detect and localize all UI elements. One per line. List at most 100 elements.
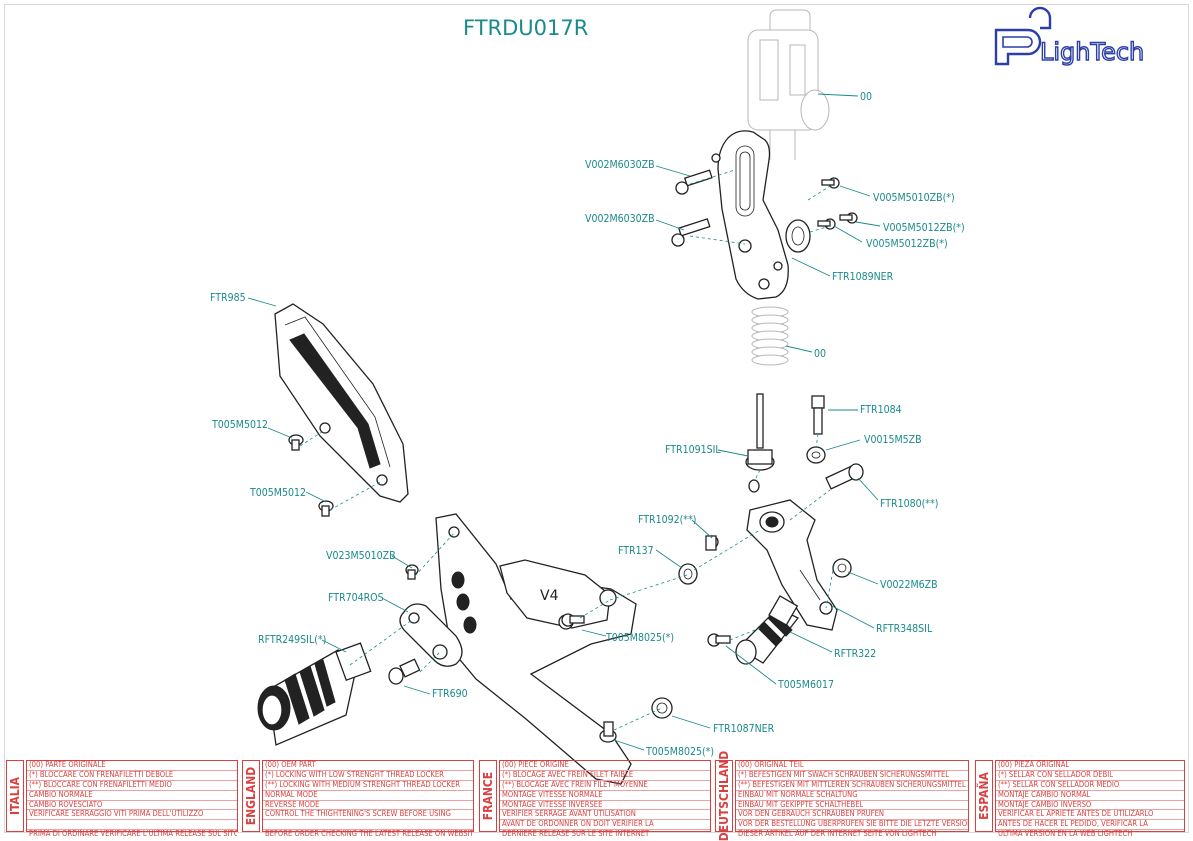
- toe-peg-rftr322: [735, 595, 799, 665]
- heel-guard-ftr985: [274, 303, 409, 503]
- note-line: BEFORE ORDER CHECKING THE LATEST RELEASE…: [265, 830, 473, 839]
- note-line: NORMAL MODE: [263, 791, 473, 801]
- note-line: (**) BEFESTIGEN MIT MITTLEREN SCHRAUBEN …: [736, 781, 968, 791]
- note-line: MONTAGE VITESSE INVERSEE: [500, 801, 710, 811]
- rearset-plate-ftr1087ner: V4: [435, 513, 673, 785]
- label-ftr137: FTR137: [618, 545, 654, 557]
- note-line: (**) LOCKING WITH MEDIUM STRENGHT THREAD…: [263, 781, 473, 791]
- note-line: DERNIERE RELEASE SUR LE SITE INTERNET: [502, 830, 650, 839]
- note-line: (*) BLOCCARE CON FRENAFILETTI DEBOLE: [27, 771, 237, 781]
- note-line: [27, 820, 237, 831]
- note-line: (*) LOCKING WITH LOW STRENGHT THREAD LOC…: [263, 771, 473, 781]
- rearset-bracket-ftr1089ner: [711, 130, 811, 300]
- note-line: DIESER ARTIKEL AUF DER INTERNET SEITE VO…: [738, 830, 937, 839]
- note-line: VERIFIER SERRAGE AVANT UTILISATION: [500, 810, 710, 821]
- label-ftr985: FTR985: [210, 292, 246, 304]
- bolt-v002m6030zb-lower: [671, 218, 711, 247]
- screw-t005m5012-upper: [288, 434, 304, 451]
- label-rftr249sil: RFTR249SIL(*): [258, 634, 326, 646]
- oem-spring: [751, 306, 789, 366]
- note-line: PRIMA DI ORDINARE VERIFICARE L'ULTIMA RE…: [29, 830, 237, 839]
- label-v0022m6zb: V0022M6ZB: [880, 579, 938, 591]
- label-v002m6030zb-upper: V002M6030ZB: [585, 159, 655, 171]
- label-ftr704ros: FTR704ROS: [328, 592, 384, 604]
- bolt-v002m6030zb-upper: [675, 169, 713, 195]
- label-t005m8025-upper: T005M8025(*): [605, 632, 674, 644]
- label-ftr1089ner: FTR1089NER: [832, 271, 894, 283]
- screw-v005m5010zb: [821, 177, 840, 189]
- logo-wordmark: LighTech: [1040, 38, 1144, 66]
- note-line: CAMBIO ROVESCIATO: [27, 801, 237, 811]
- label-v023m5010zb: V023M5010ZB: [326, 550, 396, 562]
- screw-v005m5012zb-a: [839, 212, 858, 224]
- label-v005m5012zb-a: V005M5012ZB(*): [883, 222, 965, 234]
- notes-lang-tab: ITALIA: [6, 760, 24, 832]
- note-line: VOR DEN GEBRAUCH SCHRAUBEN PRUFEN: [736, 810, 968, 821]
- note-line: (**) SELLAR CON SELLADOR MEDIO: [996, 781, 1184, 791]
- note-line: (*) BEFESTIGEN MIT SWACH SCHRAUBEN SICHE…: [736, 771, 968, 781]
- label-ftr1084: FTR1084: [860, 404, 902, 416]
- label-ftr1087ner: FTR1087NER: [713, 723, 775, 735]
- note-line: (*) SELLAR CON SELLADOR DEBIL: [996, 771, 1184, 781]
- oem-master-cylinder: [747, 9, 830, 160]
- screw-v023m5010zb: [405, 564, 419, 580]
- notes-lang-tab: ENGLAND: [242, 760, 260, 832]
- note-line: ANTES DE HACER EL PEDIDO, VERIFICAR LA: [996, 820, 1184, 831]
- note-line: EINBAU MIT NORMALE SCHALTUNG: [736, 791, 968, 801]
- label-ftr1092: FTR1092(**): [638, 514, 696, 526]
- note-line: MONTAJE CAMBIO INVERSO: [996, 801, 1184, 811]
- label-00-master-cylinder: 00: [860, 91, 872, 103]
- label-ftr690: FTR690: [432, 688, 468, 700]
- label-00-spring: 00: [814, 348, 826, 360]
- note-line: (00) OEM PART: [263, 761, 473, 771]
- assembly-axes: [299, 169, 835, 731]
- lightech-logo: LighTech: [994, 6, 1145, 67]
- label-v005m5010zb: V005M5010ZB(*): [873, 192, 955, 204]
- bolt-ftr690: [388, 658, 421, 685]
- note-line: EINBAU MIT GEKIPPTE SCHALTHEBEL: [736, 801, 968, 811]
- notes-lang-tab: DEUTSCHLAND: [715, 750, 733, 841]
- note-line: [263, 820, 473, 831]
- note-line: CAMBIO NORMALE: [27, 791, 237, 801]
- washer-ftr137: [678, 563, 698, 585]
- screw-t005m8025-upper: [561, 613, 585, 627]
- label-t005m8025-lower: T005M8025(*): [645, 746, 714, 758]
- nut-v0022m6zb: [832, 558, 852, 578]
- screw-v005m5012zb-b: [817, 218, 836, 230]
- note-line: (00) ORIGINAL TEIL: [736, 761, 968, 771]
- note-line: (*) BLOCAGE AVEC FREIN FILET FAIBLE: [500, 771, 710, 781]
- note-line: (00) PARTE ORIGINALE: [27, 761, 237, 771]
- label-t005m5012-lower: T005M5012: [249, 487, 306, 499]
- label-t005m5012-upper: T005M5012: [211, 419, 268, 431]
- label-v0015m5zb: V0015M5ZB: [864, 434, 922, 446]
- spacer-ftr1092: [705, 535, 719, 551]
- label-ftr1091sil: FTR1091SIL: [665, 444, 721, 456]
- note-line: VERIFICAR EL APRIETE ANTES DE UTILIZARLO: [996, 810, 1184, 821]
- note-line: CONTROL THE THIGHTENING'S SCREW BEFORE U…: [263, 810, 473, 821]
- label-t005m6017: T005M6017: [777, 679, 834, 691]
- label-v002m6030zb-lower: V002M6030ZB: [585, 213, 655, 225]
- note-line: (**) BLOCCARE CON FRENAFILETTI MEDIO: [27, 781, 237, 791]
- shift-lever-rftr348sil: [746, 499, 838, 631]
- rod-ftr1091sil: [745, 393, 775, 493]
- drawing-border: [4, 4, 1189, 833]
- note-line: (00) PIECE ORIGINE: [500, 761, 710, 771]
- notes-lang-tab: FRANCE: [479, 760, 497, 832]
- pin-ftr1080: [825, 463, 864, 490]
- note-line: VERIFICARE SERRAGGIO VITI PRIMA DELL'UTI…: [27, 810, 237, 821]
- note-line: REVERSE MODE: [263, 801, 473, 811]
- bolt-ftr1084: [811, 395, 825, 435]
- footpeg-rftr249sil: [257, 642, 372, 746]
- drawing-code: FTRDU017R: [463, 16, 588, 40]
- note-line: MONTAJE CAMBIO NORMAL: [996, 791, 1184, 801]
- notes-lang-tab: ESPAÑA: [975, 760, 993, 832]
- plate-ftr704ros: [399, 603, 463, 667]
- label-v005m5012zb-b: V005M5012ZB(*): [866, 238, 948, 250]
- nut-v0015m5zb: [806, 446, 826, 464]
- note-line: (00) PIEZA ORIGINAL: [996, 761, 1184, 771]
- note-line: VOR DER BESTELLUNG ÜBERPRUFEN SIE BITTE …: [736, 820, 968, 831]
- svg-text:V4: V4: [540, 588, 559, 604]
- note-line: ULTIMA VERSION EN LA WEB LIGHTECH: [998, 830, 1133, 839]
- label-ftr1080: FTR1080(**): [880, 498, 938, 510]
